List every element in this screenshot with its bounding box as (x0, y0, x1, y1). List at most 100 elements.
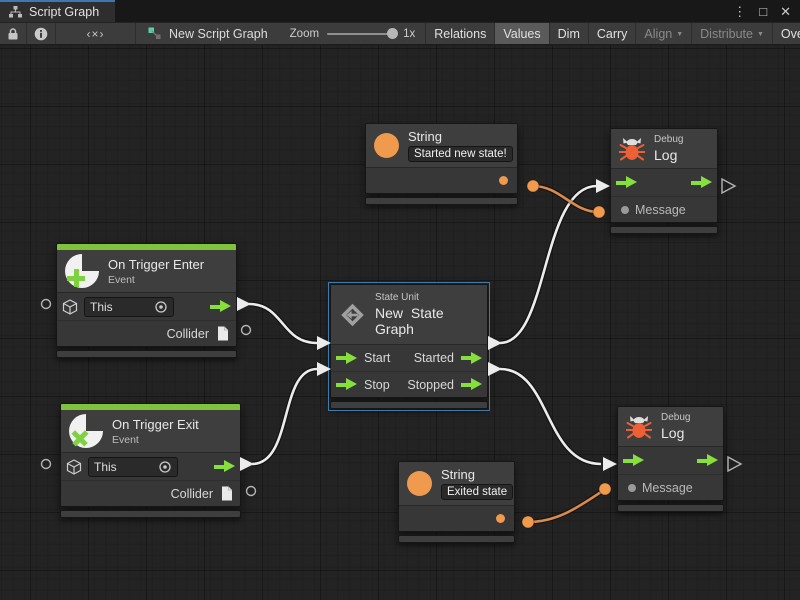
toolbar-button-carry[interactable]: Carry (587, 23, 636, 44)
event-color-strip (61, 404, 240, 410)
port-label: Message (635, 202, 686, 217)
graph-icon (148, 27, 161, 39)
node-title: On Trigger Exit (112, 416, 199, 432)
exec-input-port[interactable] (336, 378, 357, 391)
info-icon (34, 27, 48, 40)
node-footer (60, 510, 241, 518)
node-footer (610, 226, 718, 234)
event-icon (69, 414, 103, 448)
zoom-control: Zoom 1x (280, 23, 426, 44)
maximize-icon[interactable]: □ (759, 3, 768, 19)
event-color-strip (57, 244, 236, 250)
value-output-port[interactable] (496, 514, 505, 523)
lock-icon (8, 27, 18, 39)
lock-button[interactable] (0, 23, 27, 44)
gameobject-cube-icon (66, 458, 82, 475)
node-string-top[interactable]: String Started new state! (365, 123, 518, 205)
node-subtitle: Event (112, 433, 139, 446)
node-debug-log-bottom[interactable]: Debug Log Message (617, 406, 724, 512)
exec-input-port[interactable] (623, 454, 644, 467)
node-kind: Debug (661, 412, 691, 423)
event-icon (65, 254, 99, 288)
exec-output-port[interactable] (697, 454, 718, 467)
message-input-port[interactable] (628, 483, 636, 492)
menu-icon[interactable]: ⋮ (733, 3, 747, 19)
toolbar-button-distribute[interactable]: Distribute ▼ (691, 23, 772, 44)
breadcrumb-label: New Script Graph (169, 26, 268, 41)
node-title: String (441, 467, 475, 482)
node-debug-log-top[interactable]: Debug Log Message (610, 128, 718, 234)
target-picker-icon[interactable] (158, 460, 172, 474)
target-object-dropdown[interactable]: This (84, 296, 174, 317)
port-label: Started (413, 351, 454, 365)
port-label: Collider (166, 326, 209, 341)
node-on-trigger-enter[interactable]: On Trigger Enter Event This Col (56, 243, 237, 358)
bug-icon (619, 137, 645, 160)
info-button[interactable] (27, 23, 56, 44)
exec-input-port[interactable] (336, 351, 357, 365)
close-icon[interactable]: ✕ (780, 3, 791, 19)
node-footer (617, 504, 724, 512)
exec-output-port[interactable] (461, 351, 482, 365)
exec-output-port[interactable] (214, 460, 235, 473)
node-title: String (408, 129, 442, 144)
toolbar-button-values[interactable]: Values (494, 23, 549, 44)
code-view-button[interactable]: ‹×› (56, 23, 136, 44)
node-title: New State Graph (375, 305, 444, 337)
chevron-down-icon: ▼ (756, 30, 764, 38)
exec-output-port[interactable] (691, 176, 712, 189)
toolbar-button-dim[interactable]: Dim (548, 23, 588, 44)
node-subtitle: Event (108, 273, 135, 286)
node-footer (330, 401, 488, 409)
document-icon[interactable] (221, 486, 233, 501)
node-footer (56, 350, 237, 358)
node-string-bottom[interactable]: String Exited state (398, 461, 515, 543)
string-value-input[interactable]: Started new state! (408, 146, 513, 162)
node-title: Log (661, 425, 685, 441)
toolbar-button-relations[interactable]: Relations (425, 23, 494, 44)
node-title: On Trigger Enter (108, 256, 205, 272)
node-kind: Debug (654, 134, 684, 145)
port-label: Stop (364, 377, 390, 392)
bug-icon (626, 415, 652, 438)
string-literal-icon (374, 133, 399, 158)
toolbar-button-align[interactable]: Align ▼ (635, 23, 691, 44)
graph-toolbar: ‹×› New Script Graph Zoom 1x Relations V… (0, 22, 800, 45)
zoom-slider-handle[interactable] (387, 28, 399, 39)
node-on-trigger-exit[interactable]: On Trigger Exit Event This Coll (60, 403, 241, 518)
tab-bar: Script Graph ⋮ □ ✕ (0, 0, 800, 22)
port-label: Message (642, 480, 693, 495)
gameobject-cube-icon (62, 298, 78, 315)
exec-output-port[interactable] (461, 378, 482, 391)
value-output-port[interactable] (499, 176, 508, 185)
zoom-slider[interactable] (327, 28, 399, 39)
node-kind: State Unit (375, 292, 419, 303)
port-label: Start (364, 351, 391, 365)
chevron-down-icon: ▼ (676, 30, 684, 38)
string-value-input[interactable]: Exited state (441, 484, 514, 500)
plus-icon (67, 269, 85, 287)
target-picker-icon[interactable] (154, 300, 168, 314)
state-machine-icon (341, 303, 364, 326)
port-label: Stopped (407, 377, 454, 392)
zoom-label: Zoom (289, 27, 320, 40)
toolbar-button-overview[interactable]: Overview (771, 23, 800, 44)
code-icon: ‹×› (86, 26, 105, 41)
document-icon[interactable] (217, 326, 229, 341)
node-footer (365, 197, 518, 205)
tab-title: Script Graph (29, 5, 100, 19)
string-literal-icon (407, 471, 432, 496)
exec-output-port[interactable] (210, 300, 231, 313)
cross-icon (67, 425, 92, 450)
target-object-dropdown[interactable]: This (88, 456, 178, 477)
exec-input-port[interactable] (616, 176, 637, 189)
port-label: Collider (170, 486, 213, 501)
node-footer (398, 535, 515, 543)
breadcrumb[interactable]: New Script Graph (136, 23, 280, 44)
zoom-value: 1x (403, 27, 416, 40)
tab-script-graph[interactable]: Script Graph (0, 0, 116, 22)
message-input-port[interactable] (621, 205, 629, 214)
window-buttons: ⋮ □ ✕ (733, 0, 800, 22)
node-state-unit[interactable]: State Unit New State Graph Start Started… (328, 282, 490, 411)
